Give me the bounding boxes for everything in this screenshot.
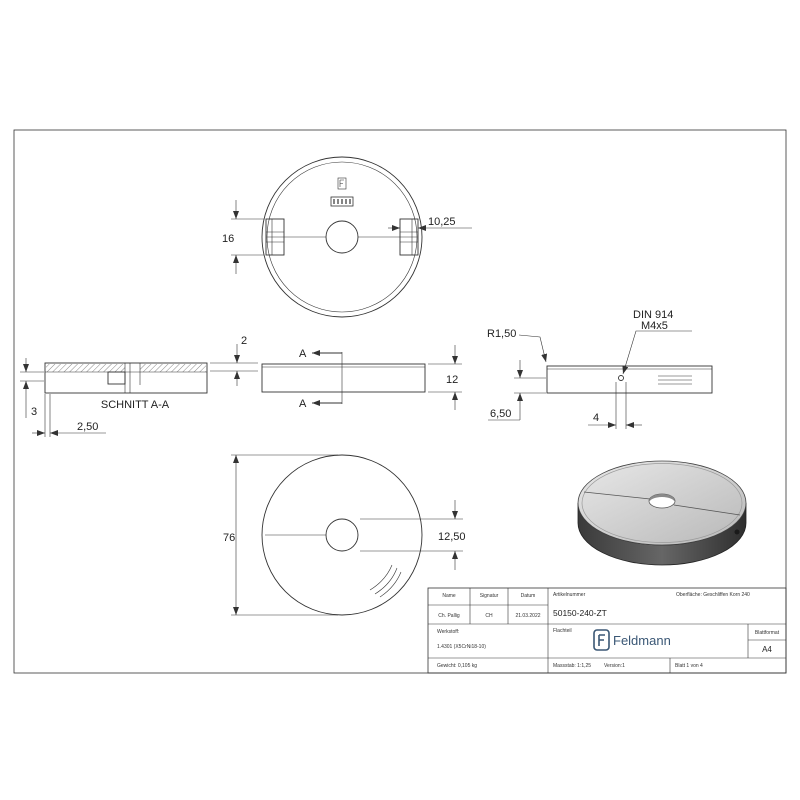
header-date: Datum	[521, 593, 536, 599]
header-article-number: Artikelnummer	[553, 592, 586, 598]
logo-mark-glyph	[339, 179, 344, 187]
isometric-render	[577, 460, 747, 566]
dimension-value: 76	[223, 532, 235, 544]
render-split-line	[583, 491, 741, 516]
top-view-center-hole	[325, 220, 359, 254]
dimension-slot-width: 16	[222, 200, 264, 274]
logo-icon-glyph	[598, 634, 605, 646]
sheet-number: Blatt 1 von 4	[675, 663, 703, 669]
version: Version:1	[604, 663, 625, 669]
sheet-format-value: A4	[762, 645, 772, 654]
set-screw-hole	[618, 375, 624, 381]
dimension-value: 4	[593, 412, 599, 424]
title-block: Name Signatur Datum Artikelnummer Oberfl…	[427, 587, 787, 674]
side-view-outline	[261, 363, 426, 393]
top-view-slot-right	[399, 218, 419, 256]
dimension-wall: 2,50	[32, 394, 106, 437]
dimension-hole-radius: 12,50	[360, 500, 466, 570]
title-block-frame	[427, 587, 787, 674]
dimension-value: 12,50	[438, 531, 466, 543]
dimension-slot-depth: 10,25	[388, 216, 472, 231]
dimension-value: 3	[31, 406, 37, 418]
engraved-logo-mark	[330, 177, 354, 207]
detail-view-outline	[546, 365, 713, 394]
dimension-value: 12	[446, 374, 458, 386]
logo-mark-frame	[337, 177, 347, 190]
detail-view: R1,50 DIN 914 M4x5	[487, 309, 713, 394]
top-view	[261, 156, 423, 318]
part-type: Flachteil	[553, 628, 572, 634]
surface-finish: Oberfläche: Geschliffen Korn 240	[676, 592, 750, 598]
top-view-slot-left	[265, 218, 285, 256]
logo-icon-frame	[593, 629, 610, 651]
render-hole-wall	[649, 494, 675, 503]
render-top-chamfer	[581, 463, 743, 543]
section-hatch-left	[46, 364, 125, 372]
dimension-diameter: 76	[223, 454, 338, 616]
bottom-view-center-hole	[325, 518, 359, 552]
dimension-value: 2,50	[77, 421, 98, 433]
dimension-groove-depth: 2	[210, 335, 258, 386]
sheet-format-label: Blattformat	[755, 630, 780, 636]
section-title: SCHNITT A-A	[101, 399, 170, 411]
signature: CH	[485, 613, 493, 619]
dimension-hole-height: 6,50	[488, 360, 546, 421]
bottom-view	[261, 454, 423, 616]
material-label: Werkstoff:	[437, 629, 459, 635]
article-number: 50150-240-ZT	[553, 608, 607, 618]
dimension-value: 2	[241, 335, 247, 347]
logo-text: Feldmann	[613, 633, 671, 648]
screw-standard-label: DIN 914	[633, 309, 673, 321]
dimension-thickness: 12	[428, 345, 462, 410]
header-name: Name	[442, 593, 456, 599]
section-cut-label-top: A	[299, 348, 307, 360]
logo-mark-stamp-lines	[333, 199, 351, 204]
render-set-screw-hole	[734, 529, 740, 535]
radius-leader	[518, 334, 548, 363]
dimension-step: 3	[20, 358, 44, 418]
dimension-value: 6,50	[490, 408, 511, 420]
surface-finish-marks	[369, 564, 402, 598]
header-signature: Signatur	[480, 593, 499, 599]
top-view-outer-edge	[261, 156, 423, 318]
scale: Massstab: 1:1,25	[553, 663, 591, 669]
side-view: A A	[261, 348, 426, 410]
drawn-by: Ch. Pallig	[438, 613, 460, 619]
section-thread-hole	[107, 371, 126, 385]
section-hatch-right	[140, 364, 206, 372]
logo-mark-stamp	[330, 196, 354, 207]
drawing-date: 21.03.2022	[515, 613, 540, 619]
edge-radius-label: R1,50	[487, 328, 516, 340]
section-view: SCHNITT A-A	[44, 362, 208, 411]
dimension-value: 10,25	[428, 216, 456, 228]
dimension-hole-offset: 4	[588, 382, 642, 429]
screw-leader	[622, 330, 692, 375]
weight: Gewicht: 0,105 kg	[437, 663, 477, 669]
bottom-view-outer-edge	[261, 454, 423, 616]
section-cut-label-bottom: A	[299, 398, 307, 410]
dimension-value: 16	[222, 233, 234, 245]
material-value: 1.4301 (X5CrNi18-10)	[437, 644, 486, 650]
screw-size-label: M4x5	[641, 320, 668, 332]
drawing-frame	[13, 129, 787, 674]
section-outline	[44, 362, 208, 394]
feldmann-logo: Feldmann	[593, 629, 671, 651]
